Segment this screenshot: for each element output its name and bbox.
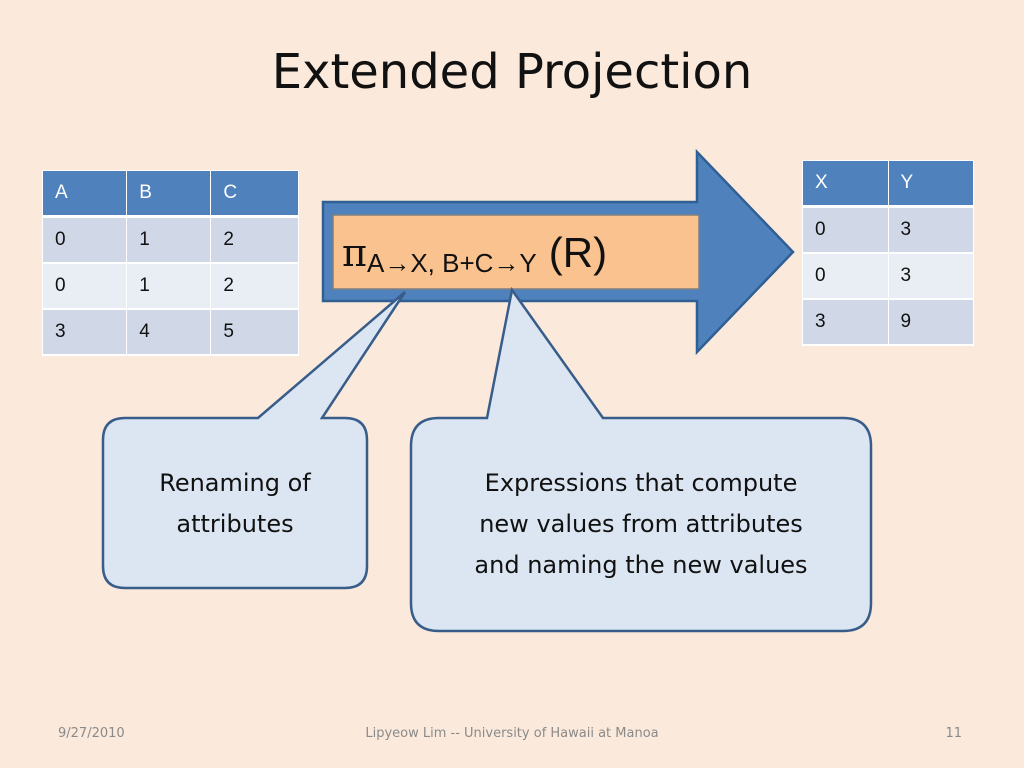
table-cell: 3 [802, 299, 889, 346]
callout-left-shape [101, 291, 407, 590]
table-row: 0 3 [802, 253, 974, 300]
slide-title: Extended Projection [271, 44, 753, 100]
table-header-row: A B C [42, 170, 299, 218]
table-cell: 4 [126, 309, 212, 356]
formula-subscript: A→X, B+C→Y [366, 247, 537, 278]
table-cell: 0 [802, 206, 889, 254]
callout-line: attributes [176, 510, 294, 538]
callout-line: Expressions that compute [484, 469, 798, 497]
table-cell: 2 [210, 263, 299, 310]
callout-left-text: Renaming of attributes [103, 463, 367, 545]
table-row: 0 3 [802, 206, 974, 254]
table-cell: 1 [126, 263, 212, 310]
formula-box [332, 214, 700, 290]
callout-line: new values from attributes [479, 510, 803, 538]
right-relation-table: X Y 0 3 0 3 3 9 [802, 160, 974, 346]
footer-date: 9/27/2010 [58, 726, 125, 741]
callout-right-text: Expressions that compute new values from… [411, 463, 871, 586]
table-row: 3 9 [802, 299, 974, 346]
table-cell: 0 [42, 216, 128, 264]
column-header-y: Y [888, 160, 974, 208]
table-cell: 1 [126, 216, 212, 264]
table-cell: 0 [802, 253, 889, 300]
footer-page-number: 11 [945, 726, 962, 741]
column-header-a: A [42, 170, 128, 218]
column-header-x: X [802, 160, 889, 208]
table-cell: 5 [210, 309, 299, 356]
table-cell: 3 [42, 309, 128, 356]
table-row: 3 4 5 [42, 309, 299, 356]
callout-line: and naming the new values [474, 551, 808, 579]
callout-right-shape [409, 286, 873, 633]
column-header-b: B [126, 170, 212, 218]
table-cell: 0 [42, 263, 128, 310]
table-header-row: X Y [802, 160, 974, 208]
formula-argument: (R) [548, 229, 608, 276]
table-cell: 3 [888, 206, 974, 254]
table-row: 0 1 2 [42, 216, 299, 264]
callout-line: Renaming of [159, 469, 311, 497]
pi-symbol: π [342, 231, 367, 275]
footer-author: Lipyeow Lim -- University of Hawaii at M… [365, 726, 659, 741]
left-relation-table: A B C 0 1 2 0 1 2 3 4 5 [42, 170, 299, 356]
table-cell: 2 [210, 216, 299, 264]
table-cell: 9 [888, 299, 974, 346]
projection-formula: π A→X, B+C→Y (R) [336, 218, 698, 288]
column-header-c: C [210, 170, 299, 218]
table-cell: 3 [888, 253, 974, 300]
table-row: 0 1 2 [42, 263, 299, 310]
